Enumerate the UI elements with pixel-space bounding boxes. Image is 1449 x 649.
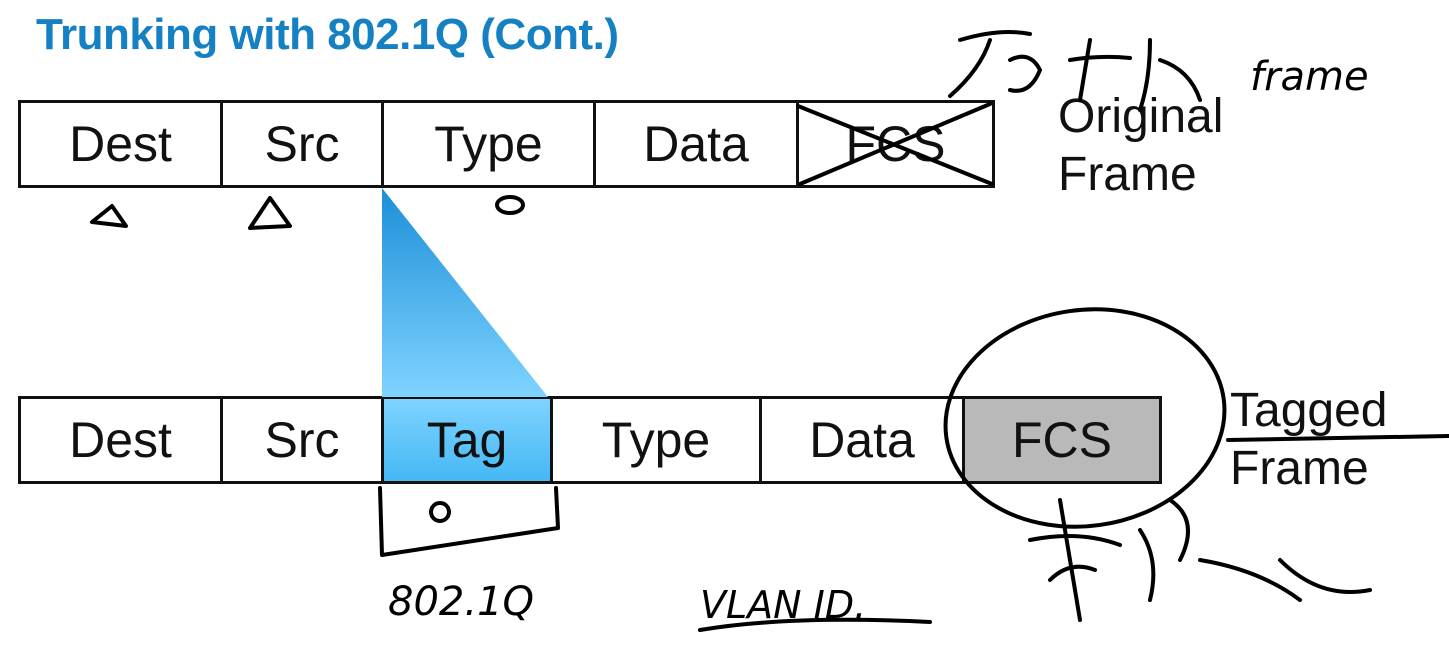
fcs-crossout-line-2 [798, 102, 992, 186]
tagged-field-data: Data [762, 399, 965, 481]
field-src: Src [223, 103, 384, 185]
note-vlan-id: VLAN ID. [700, 583, 866, 627]
tagged-field-dest: Dest [21, 399, 223, 481]
original-frame-label: Original Frame [1058, 88, 1223, 204]
tagged-frame-label-line2: Frame [1230, 442, 1369, 495]
tagged-frame-label-line1: Tagged [1230, 384, 1388, 437]
tag-bracket [378, 486, 560, 557]
note-frame: frame [1250, 54, 1369, 100]
type-mark [495, 195, 525, 215]
src-mark [248, 196, 292, 230]
handwritten-characters-scribble [1028, 498, 1372, 622]
slide-title: Trunking with 802.1Q (Cont.) [36, 10, 619, 59]
vlan-underline [698, 617, 932, 632]
insertion-wedge [382, 188, 548, 397]
original-frame: Dest Src Type Data FCS [18, 100, 995, 188]
tagged-underline [1226, 434, 1449, 442]
tag-dot-mark [429, 501, 451, 523]
tagged-frame-label: Tagged Frame [1230, 382, 1387, 498]
field-type: Type [384, 103, 596, 185]
note-802-1q: 802.1Q [388, 579, 534, 625]
original-frame-label-line1: Original [1058, 90, 1224, 143]
tagged-field-fcs: FCS [965, 399, 1159, 481]
field-data: Data [596, 103, 799, 185]
fcs-circle-annotation [943, 307, 1227, 529]
tagged-frame: Dest Src Tag Type Data FCS [18, 396, 1162, 484]
field-dest: Dest [21, 103, 223, 185]
handwritten-note-scribble [948, 30, 1202, 112]
tagged-field-tag: Tag [384, 399, 553, 481]
tagged-field-src: Src [223, 399, 384, 481]
original-frame-label-line2: Frame [1058, 148, 1197, 201]
dest-mark [90, 204, 128, 228]
tagged-field-type: Type [553, 399, 762, 481]
